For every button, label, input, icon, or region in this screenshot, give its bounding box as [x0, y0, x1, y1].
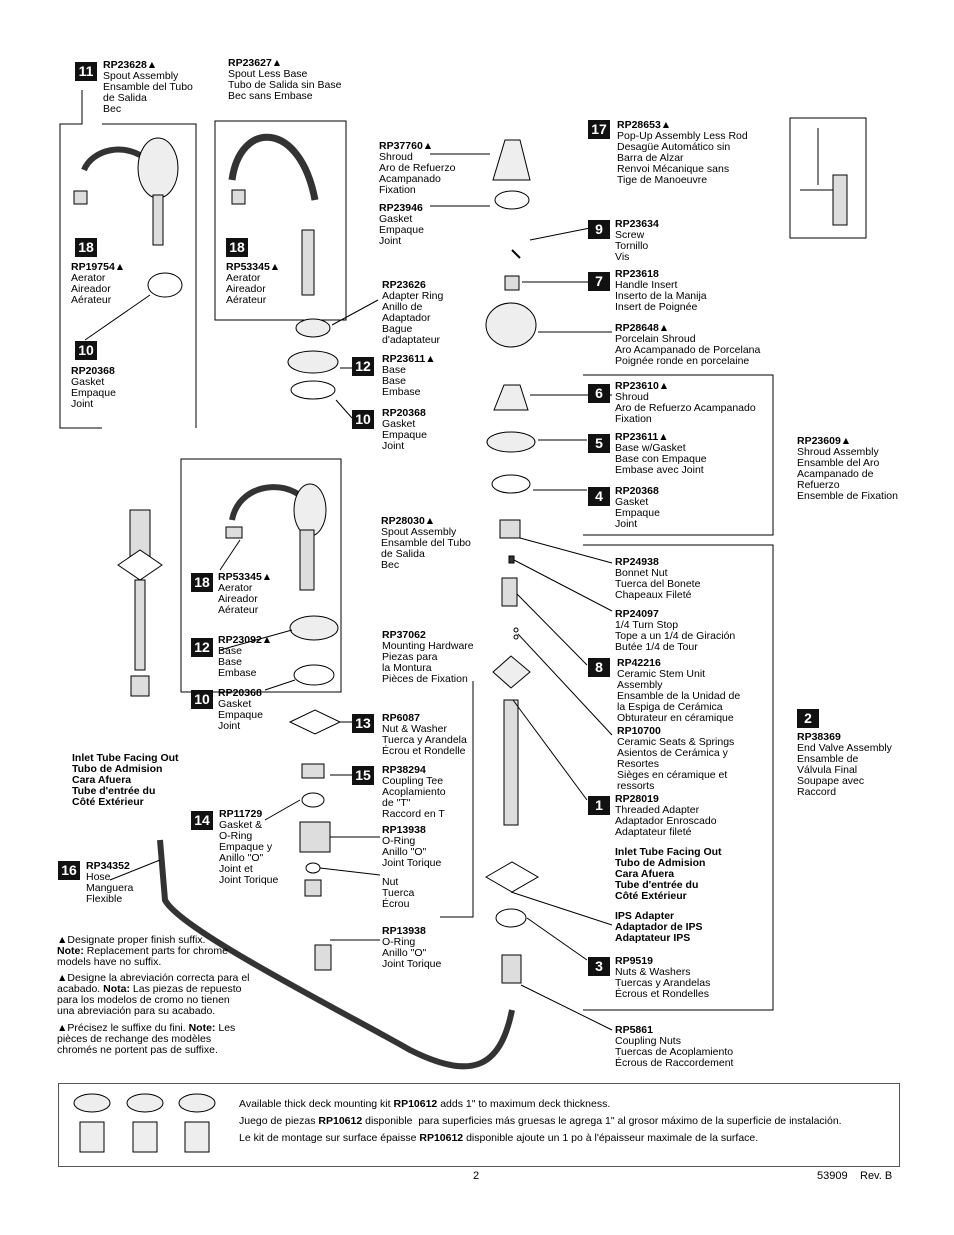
callout-13: 13: [352, 714, 374, 733]
part-rp23627: RP23627▲Spout Less Base Tubo de Salida s…: [228, 57, 342, 102]
callout-11: 11: [75, 62, 97, 81]
part-rp23628: RP23628▲Spout Assembly Ensamble del Tubo…: [103, 59, 193, 115]
part-rp37760: RP37760▲Shroud Aro de Refuerzo Acampanad…: [379, 140, 456, 196]
callout-7: 7: [588, 272, 610, 291]
callout-2: 2: [797, 709, 819, 728]
part-rp23611-b: RP23611▲Base w/Gasket Base con Empaque E…: [615, 431, 707, 476]
callout-9: 9: [588, 220, 610, 239]
callout-6: 6: [588, 384, 610, 403]
kit-line-fr: Le kit de montage sur surface épaisse RP…: [239, 1132, 759, 1144]
callout-4: 4: [588, 487, 610, 506]
kit-line-en: Available thick deck mounting kit RP1061…: [239, 1098, 611, 1110]
part-rp53345-b: RP53345▲Aerator Aireador Aérateur: [218, 571, 273, 616]
inlet-note-left: Inlet Tube Facing Out Tubo de Admision C…: [72, 752, 179, 808]
part-rp23611-a: RP23611▲Base Base Embase: [382, 353, 436, 398]
callout-12a: 12: [352, 357, 374, 376]
callout-16: 16: [58, 861, 80, 880]
callout-10b: 10: [352, 410, 374, 429]
revision: Rev. B: [860, 1170, 893, 1182]
callout-14: 14: [191, 811, 213, 830]
part-rp28648: RP28648▲Porcelain Shroud Aro Acampanado …: [615, 322, 761, 367]
part-rp23092: RP23092▲Base Base Embase: [218, 634, 273, 679]
part-rp28030: RP28030▲Spout Assembly Ensamble del Tubo…: [381, 515, 471, 571]
suffix-note-en: ▲Designate proper finish suffix. Note: R…: [57, 934, 228, 968]
callout-12b: 12: [191, 638, 213, 657]
part-rp23610: RP23610▲Shroud Aro de Refuerzo Acampanad…: [615, 380, 756, 425]
callout-10a: 10: [75, 341, 97, 360]
callout-10c: 10: [191, 690, 213, 709]
suffix-note-fr: ▲Précisez le suffixe du fini. Note: Les …: [57, 1022, 236, 1056]
part-rp19754: RP19754▲Aerator Aireador Aérateur: [71, 261, 126, 306]
part-rp53345-a: RP53345▲Aerator Aireador Aérateur: [226, 261, 281, 306]
callout-1: 1: [588, 796, 610, 815]
callout-18c: 18: [191, 573, 213, 592]
callout-5: 5: [588, 434, 610, 453]
doc-number: 53909: [817, 1170, 848, 1182]
ips-adapter-note: IPS Adapter Adaptador de IPS Adaptateur …: [615, 910, 703, 944]
callout-3: 3: [588, 957, 610, 976]
suffix-note-es: ▲Designe la abreviación correcta para el…: [57, 972, 250, 1017]
thick-deck-kit-box: Available thick deck mounting kit RP1061…: [58, 1083, 900, 1167]
callout-17: 17: [588, 120, 610, 139]
part-nut: Nut Tuerca Écrou: [382, 876, 415, 910]
part-rp23609: RP23609▲Shroud Assembly Ensamble del Aro…: [797, 435, 898, 502]
inlet-note-right: Inlet Tube Facing Out Tubo de Admision C…: [615, 846, 722, 902]
callout-18a: 18: [75, 238, 97, 257]
part-rp28653: RP28653▲Pop-Up Assembly Less Rod Desagüe…: [617, 119, 748, 186]
page-number: 2: [473, 1170, 480, 1182]
callout-15: 15: [352, 766, 374, 785]
callout-8: 8: [588, 658, 610, 677]
callout-18b: 18: [226, 238, 248, 257]
kit-line-es: Juego de piezas RP10612 disponible para …: [239, 1115, 842, 1127]
